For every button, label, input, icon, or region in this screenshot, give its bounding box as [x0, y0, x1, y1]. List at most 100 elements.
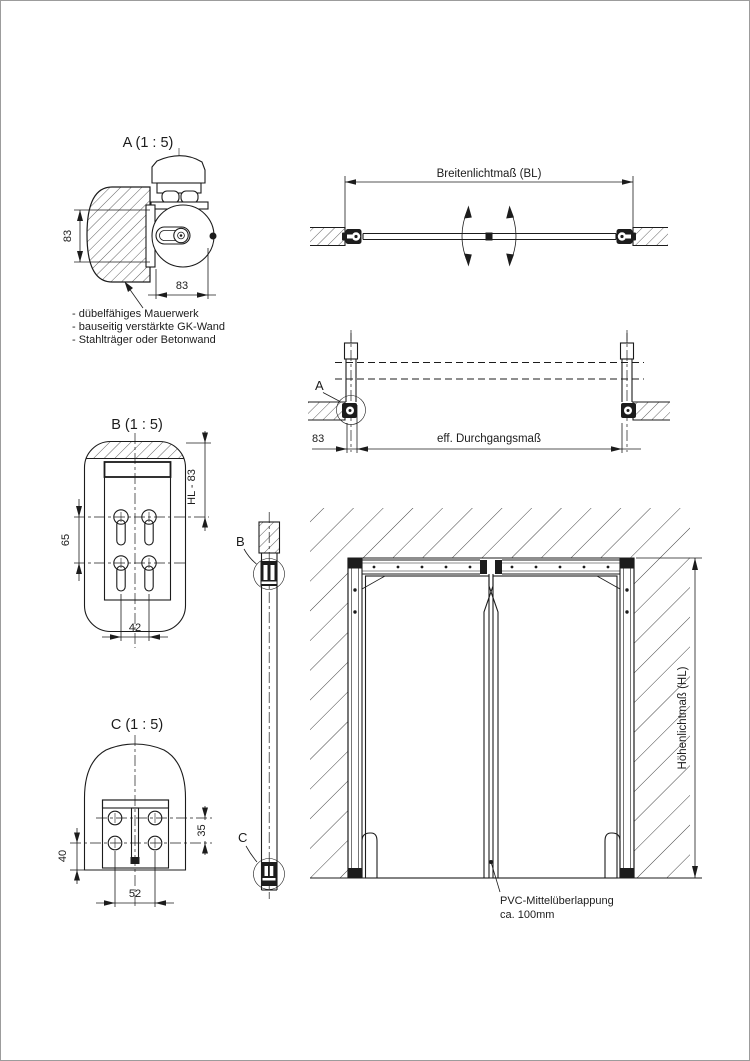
- door-leaves-plan: [362, 232, 617, 241]
- arrowhead: [357, 446, 368, 452]
- arrowhead: [611, 446, 622, 452]
- post-top-block: [348, 558, 362, 569]
- bl-dimension: [344, 176, 634, 228]
- rail-end-block: [480, 560, 487, 574]
- pvc-overlap-edge: [488, 574, 499, 878]
- side-view-ref-b-label: B: [236, 534, 245, 549]
- detail-b-dim-hl83: HL - 83: [186, 431, 211, 531]
- arrowhead: [149, 634, 160, 640]
- post-bottom-block: [620, 868, 634, 878]
- post-bottom-block: [348, 868, 362, 878]
- door-panel-left: [364, 575, 490, 879]
- detail-c-dim-52-label: 52: [129, 888, 141, 900]
- open-leaf-left: [343, 330, 359, 452]
- open-leaf-right: [619, 330, 635, 452]
- detail-c-title: C (1 : 5): [111, 717, 163, 733]
- detail-a-dim-horizontal-label: 83: [176, 280, 188, 292]
- arrowhead: [202, 432, 208, 443]
- detail-ref-a-label: A: [315, 378, 324, 393]
- header-rail: [362, 559, 620, 575]
- arrowhead: [336, 446, 347, 452]
- hinge-right: [621, 403, 636, 418]
- hinge-tab-left: [161, 190, 180, 204]
- detail-b-title: B (1 : 5): [111, 417, 163, 433]
- arrowhead: [156, 292, 167, 298]
- clear-width-dimension: 83 eff. Durchgangsmaß: [312, 405, 641, 453]
- detail-c-ref: C: [238, 830, 285, 890]
- arrowhead: [76, 563, 82, 574]
- detail-b-ref: B: [236, 534, 285, 590]
- hinge-band: [156, 182, 202, 194]
- pvc-overlap-note-line2: ca. 100mm: [500, 909, 554, 921]
- arrowhead: [692, 866, 698, 878]
- wall-hatch-left: [308, 402, 345, 420]
- bumper-right: [604, 832, 621, 878]
- detail-a-title: A (1 : 5): [123, 135, 174, 151]
- rail-end-block: [495, 560, 502, 574]
- hinge-tab-right: [180, 190, 199, 204]
- arrowhead: [692, 558, 698, 570]
- side-view-ref-c-label: C: [238, 830, 247, 845]
- hinge-cap: [151, 155, 206, 184]
- post-top-block: [620, 558, 634, 569]
- arrowhead: [622, 179, 633, 185]
- arrowhead: [202, 843, 208, 854]
- detail-c-ref-leader: [245, 845, 258, 863]
- detail-c-dim-40-label: 40: [57, 850, 69, 862]
- detail-b-dim-42: 42: [102, 594, 168, 641]
- detail-a-ref-leader: [322, 392, 341, 402]
- leader-line: [490, 861, 501, 893]
- detail-a-view: A (1 : 5) 83: [62, 135, 225, 346]
- frame-post-right: [596, 558, 635, 878]
- arrowhead: [74, 870, 80, 881]
- arrowhead: [197, 292, 208, 298]
- hinge-bolt-center: [179, 234, 183, 237]
- elevation-height-label: Höhenlichtmaß (HL): [677, 666, 689, 769]
- detail-a-dim-horizontal: 83: [148, 248, 216, 299]
- wall-hatch-left: [310, 227, 345, 246]
- detail-b-ref-leader: [243, 548, 257, 565]
- bumper-left: [361, 832, 378, 878]
- detail-b-dim-hl83-label: HL - 83: [186, 469, 198, 505]
- detail-b-view: B (1 : 5) 65: [60, 417, 211, 648]
- detail-b-dim-65-label: 65: [60, 534, 72, 546]
- wall-hatch-right: [633, 227, 668, 246]
- arrowhead: [345, 179, 356, 185]
- plan-mid-clear-label: eff. Durchgangsmaß: [437, 433, 541, 445]
- arrowhead: [77, 251, 83, 262]
- detail-c-view: C (1 : 5) 40 52: [57, 717, 212, 908]
- detail-c-ref-circle: [253, 858, 285, 890]
- hinge-bolt-inner: [177, 231, 185, 240]
- arrowhead: [155, 900, 166, 906]
- swing-arrow-left: [461, 205, 472, 267]
- plan-view-open: A 83 eff. Durchgangsmaß: [308, 330, 670, 453]
- hinge-left: [342, 403, 357, 418]
- detail-a-notes: - dübelfähiges Mauerwerk - bauseitig ver…: [72, 281, 225, 346]
- arrowhead: [110, 634, 121, 640]
- arrowhead: [202, 807, 208, 818]
- door-side-view: B C: [236, 512, 285, 899]
- hinge-assembly: [145, 148, 217, 268]
- detail-b-ref-circle: [253, 558, 285, 590]
- detail-a-note-line: - bauseitig verstärkte GK-Wand: [72, 321, 225, 333]
- pvc-overlap-note: PVC-Mittelüberlappung ca. 100mm: [489, 860, 614, 921]
- detail-a-note-line: - Stahlträger oder Betonwand: [72, 334, 216, 346]
- detail-b-dim-42-label: 42: [129, 622, 141, 634]
- wall-hatch-right: [633, 402, 670, 420]
- detail-c-dim-40: 40: [57, 828, 84, 884]
- detail-a-dim-vertical-label: 83: [62, 230, 74, 242]
- hinge-right: [616, 229, 636, 244]
- detail-b-dim-65: 65: [60, 499, 82, 581]
- detail-c-dim-52: 52: [96, 851, 174, 907]
- pvc-overlap-edge: [483, 574, 494, 878]
- arrowhead: [76, 506, 82, 517]
- hl-dimension: Höhenlichtmaß (HL): [636, 557, 702, 878]
- door-panels: [364, 574, 618, 879]
- front-elevation: Höhenlichtmaß (HL) PVC-Mittelüberlappung…: [310, 508, 702, 921]
- hinge-pivot-ear: [209, 232, 217, 240]
- detail-a-note-line: - dübelfähiges Mauerwerk: [72, 308, 199, 320]
- center-overlap-mark: [485, 232, 493, 241]
- arrowhead: [104, 900, 115, 906]
